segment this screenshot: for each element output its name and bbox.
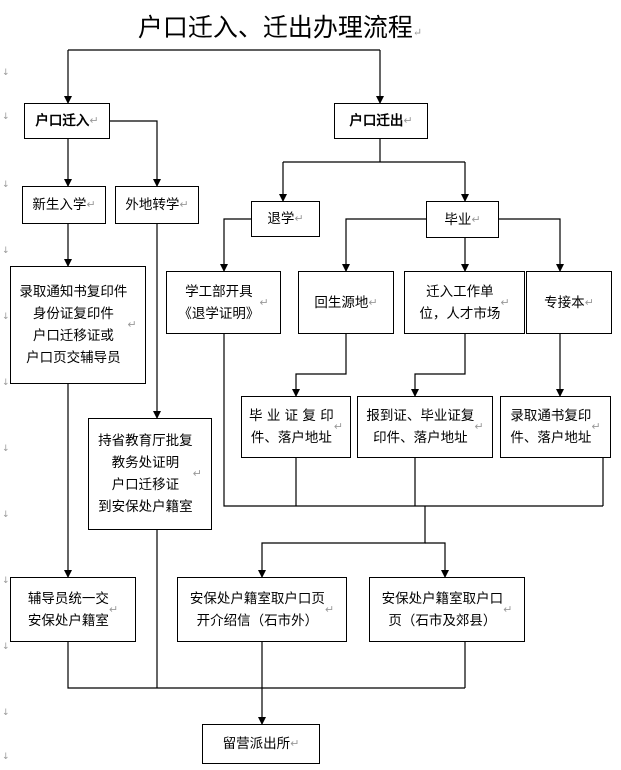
- margin-mark: ↓: [2, 378, 10, 388]
- margin-mark: ↓: [2, 180, 10, 190]
- node-graduation-copy: 毕 业 证 复 印 件、落户地址↵: [241, 396, 351, 458]
- node-dropout: 退学↵: [251, 201, 320, 237]
- node-transfer-docs: 持省教育厅批复 教务处证明 户口迁移证 到安保处户籍室↵: [88, 418, 212, 530]
- margin-mark: ↓: [2, 112, 10, 122]
- node-new-student-docs: 录取通知书复印件 身份证复印件 户口迁移证或 户口页交辅导员↵: [10, 266, 146, 384]
- node-intro-letter-outside: 安保处户籍室取户口页 开介绍信（石市外）↵: [177, 577, 347, 642]
- margin-mark: ↓: [2, 752, 10, 762]
- node-admission-copy: 录取通书复印 件、落户地址↵: [500, 396, 611, 458]
- node-upgrade-bachelor: 专接本↵: [526, 271, 612, 334]
- node-dropout-certificate: 学工部开具 《退学证明》↵: [166, 271, 281, 334]
- node-new-student: 新生入学↵: [22, 186, 106, 224]
- margin-mark: ↓: [2, 444, 10, 454]
- margin-mark: ↓: [2, 510, 10, 520]
- node-transfer-school: 外地转学↵: [115, 186, 199, 224]
- node-graduate: 毕业↵: [426, 201, 499, 238]
- node-hukou-page-local: 安保处户籍室取户口 页（石市及郊县）↵: [369, 577, 525, 642]
- margin-mark: ↓: [2, 312, 10, 322]
- node-hukou-out: 户口迁出↵: [334, 103, 428, 139]
- node-hukou-in: 户口迁入↵: [24, 103, 110, 139]
- node-counselor-submit: 辅导员统一交 安保处户籍室↵: [10, 577, 136, 642]
- margin-mark: ↓: [2, 246, 10, 256]
- margin-mark: ↓: [2, 642, 10, 652]
- page-title: 户口迁入、迁出办理流程↵: [137, 13, 423, 42]
- margin-mark: ↓: [2, 68, 10, 78]
- node-police-station: 留营派出所↵: [202, 724, 320, 764]
- node-report-card: 报到证、毕业证复 印件、落户地址↵: [357, 396, 493, 458]
- node-to-work-unit: 迁入工作单 位，人才市场↵: [404, 271, 525, 334]
- margin-mark: ↓: [2, 576, 10, 586]
- margin-mark: ↓: [2, 708, 10, 718]
- node-back-to-origin: 回生源地↵: [298, 271, 394, 334]
